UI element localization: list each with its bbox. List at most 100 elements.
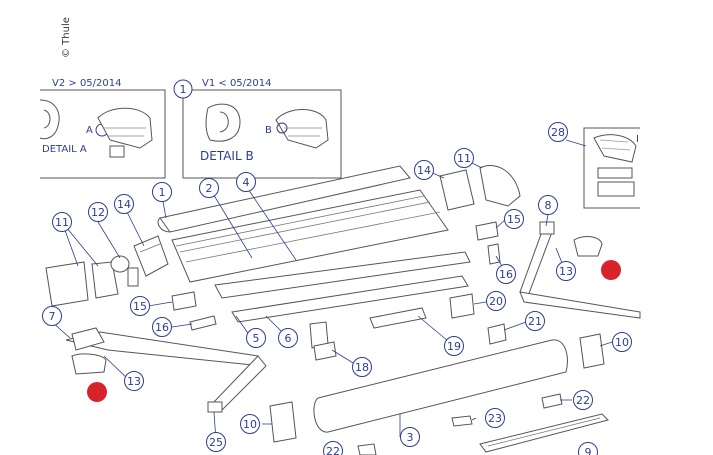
inset-v1-label: V1 < 05/2014 (202, 78, 271, 89)
clip-part-22-bottom (357, 443, 377, 455)
callout-circle (504, 209, 524, 229)
callout-number: 23 (488, 412, 502, 425)
callout-number: 15 (133, 300, 147, 313)
cap-part-10-right (579, 333, 605, 369)
callout-circle (124, 371, 144, 391)
callout-c15a: 15 (130, 296, 150, 316)
callout-number: 22 (576, 394, 590, 407)
callout-c5: 5 (246, 328, 266, 348)
callout-c22a: 22 (573, 390, 593, 410)
callout-circle (556, 261, 576, 281)
highlight-marker-h2: 17 (87, 382, 107, 402)
left-side-cap-pair (45, 261, 119, 307)
callout-circle (199, 178, 219, 198)
callout-c14a: 14 (114, 194, 134, 214)
callout-circle (352, 357, 372, 377)
inset-v1: 1 V1 < 05/2014 DETAIL B B (173, 78, 342, 179)
callout-c23: 23 (485, 408, 505, 428)
copyright-text: © Thule (61, 17, 72, 58)
cover-part-20 (449, 293, 475, 319)
callout-circle (454, 148, 474, 168)
callout-c16b: 16 (496, 264, 516, 284)
callout-number: 10 (243, 418, 257, 431)
detail-a-letter: A (86, 125, 93, 136)
endcap-v1-part (275, 109, 329, 149)
callout-circle (52, 212, 72, 232)
callout-number: 3 (407, 431, 414, 444)
callout-circle (278, 328, 298, 348)
left-endcap-part (71, 353, 107, 375)
callout-number: 15 (507, 213, 521, 226)
clip-part-22 (541, 393, 563, 409)
callout-c10b: 10 (240, 414, 260, 434)
callout-c14b: 14 (414, 160, 434, 180)
callout-circle (612, 332, 632, 352)
callout-number: 28 (551, 126, 565, 139)
callout-c13a: 13 (124, 371, 144, 391)
callout-c3: 3 (400, 427, 420, 447)
callout-circle (152, 182, 172, 202)
screw-part-23 (451, 415, 473, 427)
callout-circle (152, 317, 172, 337)
callout-circle (573, 390, 593, 410)
detail-b-hook-part (205, 103, 241, 142)
callout-c18: 18 (352, 357, 372, 377)
callout-number: 10 (615, 336, 629, 349)
callout-c20: 20 (486, 291, 506, 311)
awning-canvas-roll (171, 189, 449, 283)
detail-a-hook-part (39, 99, 60, 140)
callout-number: 21 (528, 315, 542, 328)
plug-part-21 (487, 323, 507, 345)
bolt-part-16-left (189, 315, 217, 331)
right-bracket-14 (439, 169, 475, 211)
callout-number: 22 (326, 445, 340, 455)
callout-circle (246, 328, 266, 348)
callout-circle (236, 172, 256, 192)
callout-circle (486, 291, 506, 311)
highlight-number: 17 (90, 386, 104, 399)
callout-circle (496, 264, 516, 284)
callout-number: 1 (159, 186, 166, 199)
highlight-dot (601, 260, 621, 280)
callout-circle (400, 427, 420, 447)
callout-c12: 12 (88, 202, 108, 222)
callout-number: 9 (585, 446, 592, 455)
highlight-dot (87, 382, 107, 402)
small-block-part (109, 145, 125, 158)
callout-number: 14 (117, 198, 131, 211)
inset-28-caption: I (636, 134, 639, 145)
lower-rail-part (479, 413, 609, 453)
callout-number: 18 (355, 361, 369, 374)
callout-circle (206, 432, 226, 452)
block-part-28a (597, 167, 633, 179)
callout-c9: 9 (578, 442, 598, 455)
cap-part-10-left (269, 401, 297, 443)
callout-circle (114, 194, 134, 214)
detail-b-caption: DETAIL B (200, 149, 254, 163)
callout-circle (485, 408, 505, 428)
left-bracket-14 (133, 235, 169, 277)
callout-number: 8 (545, 199, 552, 212)
callout-number: 13 (559, 265, 573, 278)
callout-c4: 4 (236, 172, 256, 192)
inset-v2: V2 > 05/2014 DETAIL A A (39, 78, 166, 179)
callout-number: 19 (447, 340, 461, 353)
strip-part-19 (369, 307, 427, 329)
callout-c16a: 16 (152, 317, 172, 337)
callout-number: 2 (206, 182, 213, 195)
callout-c7: 7 (42, 306, 62, 326)
detail-a-caption: DETAIL A (42, 144, 87, 155)
highlight-marker-h1: 17 (601, 260, 621, 280)
callout-number: 20 (489, 295, 503, 308)
callout-c15b: 15 (504, 209, 524, 229)
callout-c28: 28 (548, 122, 568, 142)
callout-number: 5 (253, 332, 260, 345)
callout-c22b: 22 (323, 441, 343, 455)
front-cover-profile (313, 339, 568, 433)
callout-c19: 19 (444, 336, 464, 356)
callout-number: 11 (55, 216, 69, 229)
block-part-28b (597, 181, 635, 197)
